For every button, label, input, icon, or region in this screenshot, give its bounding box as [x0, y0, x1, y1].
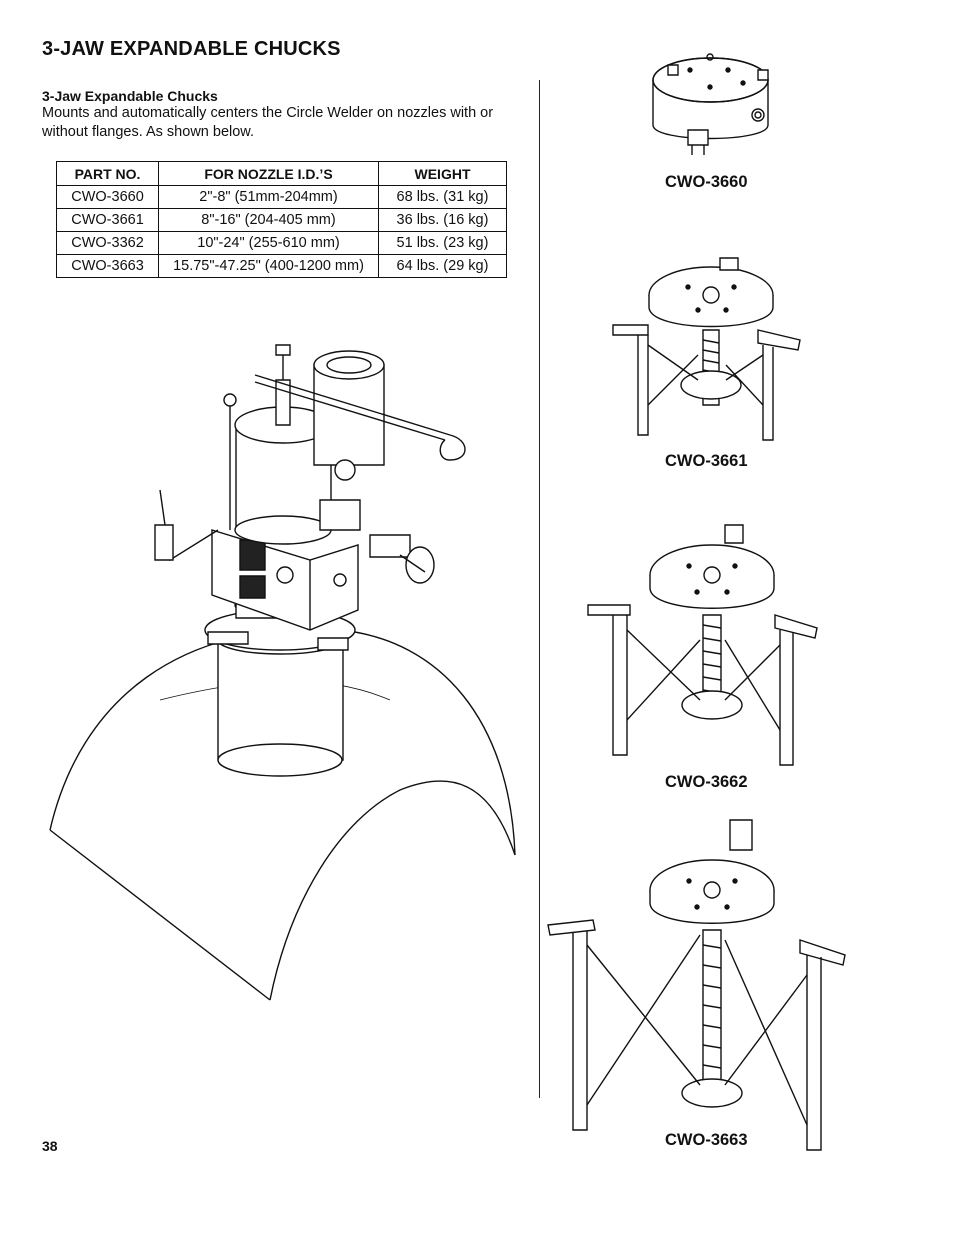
chuck-cwo-3663-illustration — [545, 815, 850, 1155]
caption-cwo-3662: CWO-3662 — [665, 773, 748, 791]
column-divider — [539, 80, 540, 1098]
caption-cwo-3661: CWO-3661 — [665, 452, 748, 470]
chuck-cwo-3662-illustration — [585, 520, 820, 775]
cell-part-no: CWO-3660 — [56, 185, 159, 209]
table-header-row: PART NO. FOR NOZZLE I.D.’S WEIGHT — [56, 161, 507, 186]
cell-weight: 36 lbs. (16 kg) — [378, 208, 507, 232]
column-header-nozzle-id: FOR NOZZLE I.D.’S — [158, 161, 379, 186]
chuck-cwo-3660-illustration — [648, 45, 773, 160]
column-header-part-no: PART NO. — [56, 161, 159, 186]
table-row: CWO-3663 15.75"-47.25" (400-1200 mm) 64 … — [56, 254, 507, 278]
cell-nozzle-id: 15.75"-47.25" (400-1200 mm) — [158, 254, 379, 278]
circle-welder-illustration — [40, 340, 530, 1010]
section-heading: 3-Jaw Expandable Chucks — [42, 88, 218, 104]
cell-nozzle-id: 2"-8" (51mm-204mm) — [158, 185, 379, 209]
section-description: Mounts and automatically centers the Cir… — [42, 105, 494, 140]
spec-table: PART NO. FOR NOZZLE I.D.’S WEIGHT CWO-36… — [56, 161, 507, 278]
caption-cwo-3663: CWO-3663 — [665, 1131, 748, 1149]
page-number: 38 — [42, 1138, 58, 1154]
page-title: 3-JAW EXPANDABLE CHUCKS — [42, 38, 341, 60]
cell-nozzle-id: 8"-16" (204-405 mm) — [158, 208, 379, 232]
cell-nozzle-id: 10"-24" (255-610 mm) — [158, 231, 379, 255]
cell-part-no: CWO-3661 — [56, 208, 159, 232]
table-row: CWO-3661 8"-16" (204-405 mm) 36 lbs. (16… — [56, 208, 507, 232]
cell-weight: 64 lbs. (29 kg) — [378, 254, 507, 278]
column-header-weight: WEIGHT — [378, 161, 507, 186]
caption-cwo-3660: CWO-3660 — [665, 173, 748, 191]
cell-part-no: CWO-3362 — [56, 231, 159, 255]
chuck-cwo-3661-illustration — [608, 255, 803, 445]
cell-part-no: CWO-3663 — [56, 254, 159, 278]
table-row: CWO-3660 2"-8" (51mm-204mm) 68 lbs. (31 … — [56, 185, 507, 209]
table-row: CWO-3362 10"-24" (255-610 mm) 51 lbs. (2… — [56, 231, 507, 255]
cell-weight: 68 lbs. (31 kg) — [378, 185, 507, 209]
cell-weight: 51 lbs. (23 kg) — [378, 231, 507, 255]
